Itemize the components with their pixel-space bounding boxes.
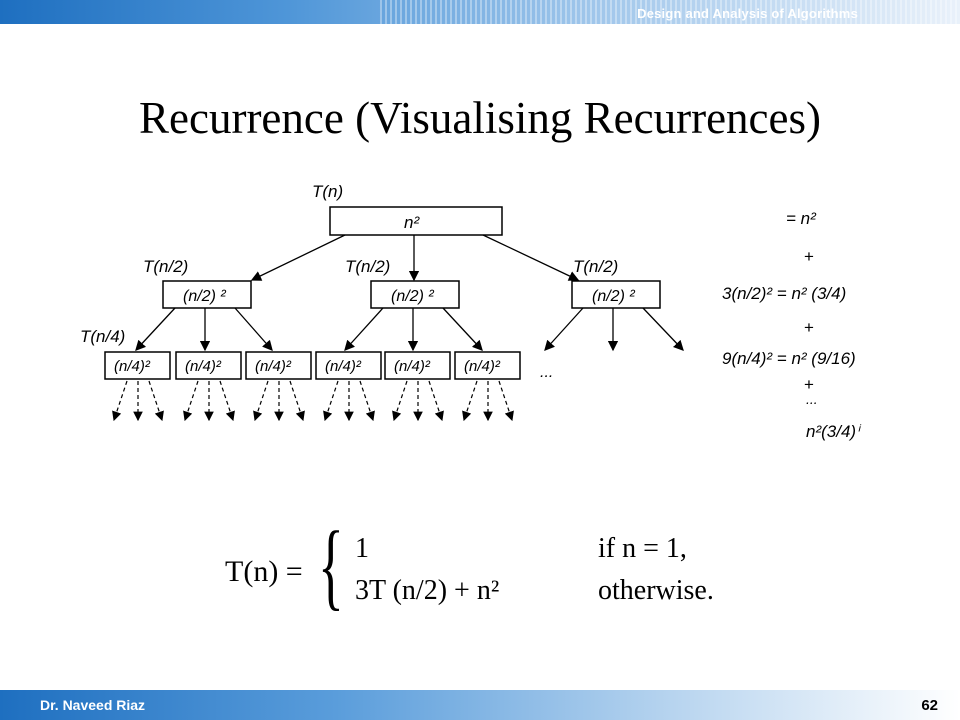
level1-node-text: (n/2) ² <box>183 288 226 305</box>
case2-condition: otherwise. <box>598 575 714 606</box>
level1-label: T(n/2) <box>573 257 618 276</box>
level2-node-text: (n/4)² <box>185 358 222 375</box>
level1-label: T(n/2) <box>143 257 188 276</box>
level1-node <box>571 280 661 309</box>
level1-node <box>162 280 252 309</box>
level2-node <box>454 351 521 380</box>
edge <box>544 307 584 351</box>
slide-title: Recurrence (Visualising Recurrences) <box>139 93 821 143</box>
left-brace: { <box>318 512 344 620</box>
level2-label: T(n/4) <box>80 327 125 346</box>
case1-value: 1 <box>355 533 369 564</box>
edge <box>642 307 684 351</box>
level2-node <box>175 351 242 380</box>
level2-node <box>104 351 171 380</box>
author-name: Dr. Naveed Riaz <box>40 697 146 713</box>
edge <box>135 307 176 351</box>
banner-stripes <box>380 0 960 24</box>
level2-node <box>245 351 312 380</box>
root-label: T(n) <box>312 182 343 201</box>
edge <box>250 234 346 281</box>
level1-node <box>370 280 460 309</box>
edge <box>344 307 384 351</box>
sum-dots: ... <box>806 391 818 407</box>
case1-condition: if n = 1, <box>598 533 687 564</box>
equation-lhs: T(n) = <box>225 555 303 588</box>
recurrence-equation: T(n) = { 1 3T (n/2) + n² if n = 1, other… <box>220 517 740 625</box>
level2-node-text: (n/4)² <box>394 358 431 375</box>
level1-node-text: (n/2) ² <box>391 288 434 305</box>
top-banner <box>0 0 960 24</box>
level1-label: T(n/2) <box>345 257 390 276</box>
level2-node <box>315 351 382 380</box>
level2-node-text: (n/4)² <box>464 358 501 375</box>
level2-node <box>384 351 451 380</box>
level1-node-text: (n/2) ² <box>592 288 635 305</box>
root-node-text: n² <box>404 213 420 232</box>
edge <box>234 307 273 351</box>
sum-plus: + <box>804 247 814 266</box>
edge <box>482 234 580 281</box>
sum-row-1: 3(n/2)² = n² (3/4) <box>722 284 846 303</box>
level2-node-text: (n/4)² <box>325 358 362 375</box>
edge <box>442 307 483 351</box>
level2-node-text: (n/4)² <box>114 358 151 375</box>
dashed-edges <box>112 380 514 422</box>
root-node <box>329 206 503 236</box>
page-number: 62 <box>921 697 938 714</box>
sum-row-3: n²(3/4)ⁱ <box>806 422 862 441</box>
sum-row-0: = n² <box>786 209 817 228</box>
case2-value: 3T (n/2) + n² <box>355 575 500 606</box>
bottom-banner <box>0 690 960 720</box>
level2-node-text: (n/4)² <box>255 358 292 375</box>
course-title: Design and Analysis of Algorithms <box>637 6 858 21</box>
sum-plus: + <box>804 375 814 394</box>
tree-ellipsis: ... <box>540 364 553 381</box>
sum-row-2: 9(n/4)² = n² (9/16) <box>722 349 856 368</box>
sum-plus: + <box>804 318 814 337</box>
